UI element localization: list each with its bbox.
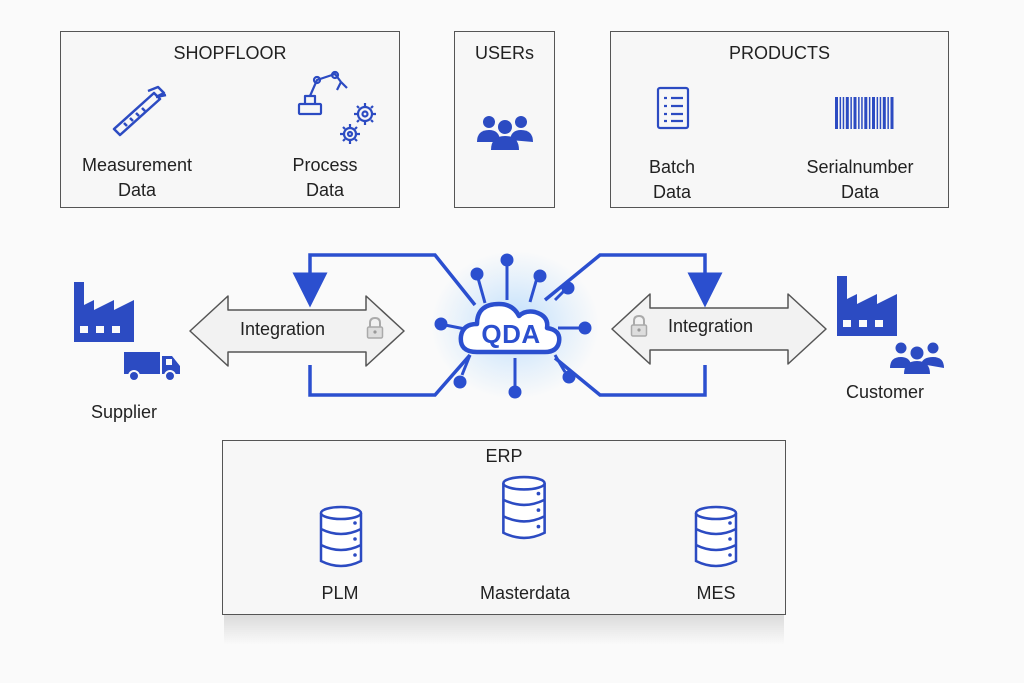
mes-label: MES xyxy=(696,583,736,603)
barcode-bar xyxy=(876,97,879,129)
barcode-bar xyxy=(861,97,863,129)
cloud-circuit-icon xyxy=(455,290,565,360)
barcode-bar xyxy=(887,97,889,129)
flow-line-top-right xyxy=(543,253,723,308)
serialnumber-data-label: Serialnumber Data xyxy=(785,155,935,205)
flow-line-bottom-left xyxy=(308,353,472,397)
batch-line1: Batch xyxy=(648,157,696,177)
users-box: USERs xyxy=(454,31,555,208)
barcode-bar xyxy=(839,97,842,129)
checklist-icon xyxy=(656,86,690,130)
barcode-bar xyxy=(850,97,852,129)
masterdata-label: Masterdata xyxy=(479,583,571,603)
barcode-icon xyxy=(834,96,894,130)
barcode-bar xyxy=(853,97,857,129)
left-integration-arrow xyxy=(189,295,405,367)
lock-icon xyxy=(630,314,648,337)
products-title: PRODUCTS xyxy=(728,43,830,63)
serialnumber-line2: Data xyxy=(840,182,880,202)
flow-line-bottom-right xyxy=(553,356,707,397)
factory-users-icon xyxy=(835,274,947,374)
measurement-line1: Measurement xyxy=(81,155,193,175)
serialnumber-line1: Serialnumber xyxy=(806,157,914,177)
users-group-icon xyxy=(475,110,535,152)
right-integration-label: Integration xyxy=(668,316,754,336)
flow-line-top-left xyxy=(292,253,477,308)
barcode-bar xyxy=(835,97,838,129)
caliper-icon xyxy=(110,85,170,137)
erp-title: ERP xyxy=(485,446,523,466)
plm-label: PLM xyxy=(321,583,359,603)
barcode-bar xyxy=(879,97,882,129)
left-integration-label: Integration xyxy=(240,319,326,339)
barcode-bar xyxy=(842,97,845,129)
batch-data-label: Batch Data xyxy=(622,155,722,205)
erp-shadow xyxy=(224,615,784,645)
shopfloor-box: SHOPFLOOR xyxy=(60,31,400,208)
right-integration-arrow xyxy=(611,293,827,365)
users-title: USERs xyxy=(474,43,534,63)
customer-label: Customer xyxy=(845,382,925,402)
supplier-label: Supplier xyxy=(90,402,158,422)
barcode-bar xyxy=(864,97,868,129)
process-line1: Process xyxy=(292,155,358,175)
process-line2: Data xyxy=(305,180,345,200)
shopfloor-title: SHOPFLOOR xyxy=(173,43,287,63)
database-icon xyxy=(693,505,739,569)
qda-label: QDA xyxy=(481,319,541,349)
database-icon xyxy=(318,505,364,569)
process-data-label: Process Data xyxy=(260,153,390,203)
database-icon xyxy=(494,475,554,541)
robot-arm-gears-icon xyxy=(295,70,385,150)
barcode-bar xyxy=(858,97,860,129)
barcode-bar xyxy=(845,97,849,129)
batch-line2: Data xyxy=(652,182,692,202)
lock-icon xyxy=(366,316,384,339)
barcode-bar xyxy=(872,97,875,129)
barcode-bar xyxy=(882,97,886,129)
measurement-data-label: Measurement Data xyxy=(62,153,212,203)
factory-truck-icon xyxy=(72,280,184,382)
barcode-bar xyxy=(868,97,871,129)
measurement-line2: Data xyxy=(117,180,157,200)
barcode-bar xyxy=(890,97,894,129)
